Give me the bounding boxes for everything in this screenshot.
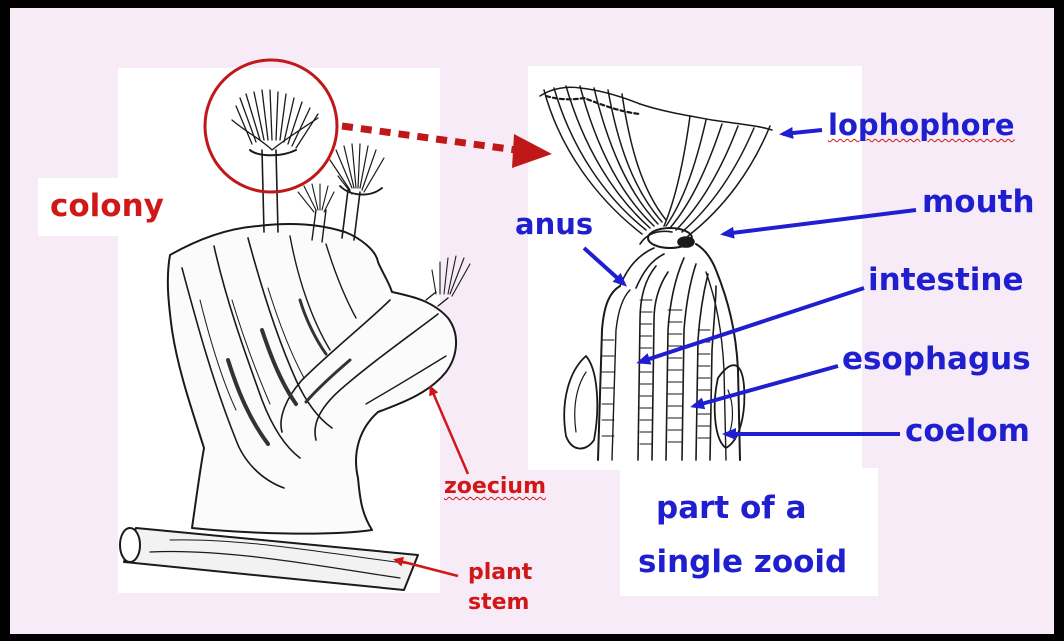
colony-drawing	[120, 90, 470, 590]
colony-lophophore-crown-main	[232, 90, 318, 155]
plant-stem-label-line1: plant	[468, 560, 532, 585]
coelom-label: coelom	[905, 413, 1030, 449]
anus-label: anus	[515, 207, 593, 241]
zoecium-label: zoecium	[444, 474, 546, 499]
zooid-drawing	[540, 86, 772, 460]
colony-lophophore-crown-2	[330, 144, 384, 195]
mouth-label: mouth	[922, 184, 1035, 220]
caption-line1: part of a	[656, 490, 807, 526]
intestine-arrow	[640, 288, 864, 362]
plant-stem-drawing	[120, 528, 418, 590]
plant-stem-label-line2: stem	[468, 590, 529, 615]
intestine-label: intestine	[868, 262, 1024, 298]
colony-lophophore-crown-3	[298, 184, 334, 212]
lophophore-label: lophophore	[828, 108, 1015, 142]
colony-lophophore-crown-4	[432, 256, 470, 296]
lophophore-arrow	[783, 130, 822, 134]
anus-arrow	[584, 248, 624, 284]
caption-line2: single zooid	[638, 544, 847, 580]
esophagus-label: esophagus	[842, 341, 1031, 377]
dashed-arrow-head	[512, 134, 552, 168]
colony-label: colony	[50, 188, 164, 224]
mouth-arrow	[724, 210, 916, 234]
zoecium-arrow	[431, 388, 468, 474]
